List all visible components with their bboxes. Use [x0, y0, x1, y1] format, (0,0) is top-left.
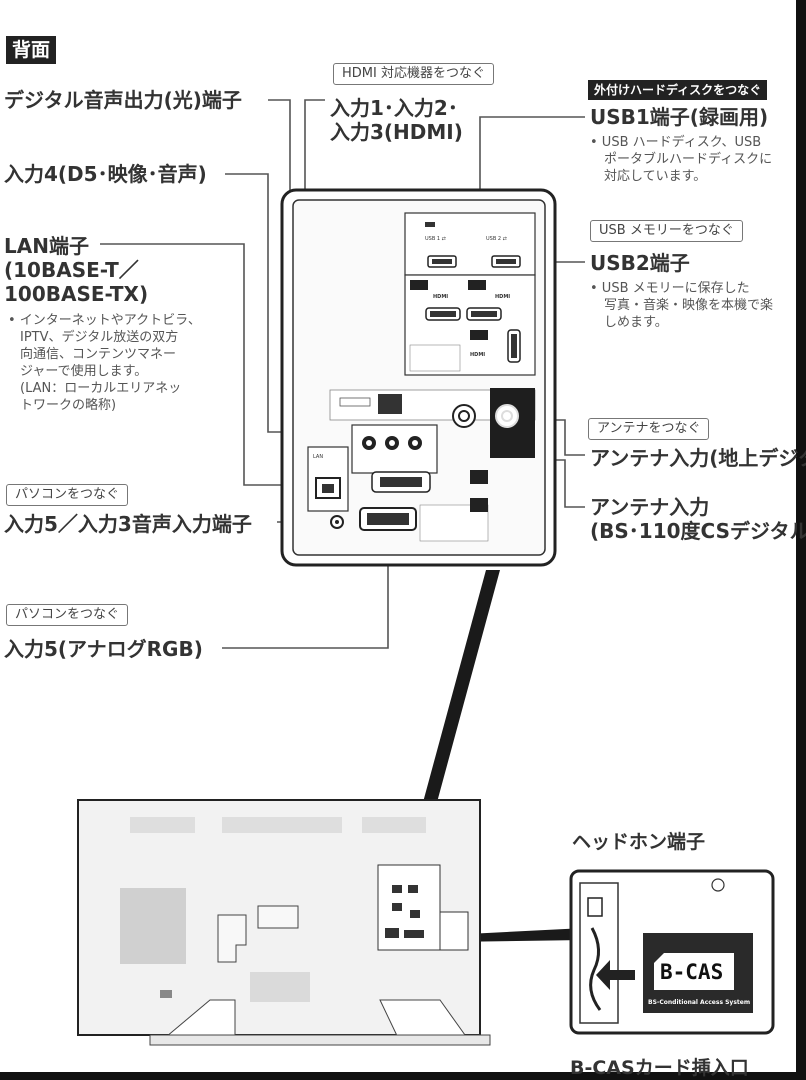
tag-external-hdd: 外付けハードディスクをつなぐ: [588, 80, 768, 100]
tag-usb-memory: USB メモリーをつなぐ: [590, 220, 743, 242]
svg-text:HDMI: HDMI: [433, 294, 448, 300]
label-bcas-slot: B-CASカード挿入口: [570, 1057, 749, 1079]
note-lan: IPTV、デジタル放送の双方: [20, 330, 179, 345]
bcas-card-icon: [643, 933, 753, 1013]
label-input4: 入力4(D5･映像･音声): [4, 162, 207, 186]
tag-hdmi-connect: HDMI 対応機器をつなぐ: [333, 63, 494, 85]
label-digital-audio-out: デジタル音声出力(光)端子: [4, 88, 242, 112]
section-title: 背面: [6, 36, 57, 64]
tag-antenna-connect: アンテナをつなぐ: [588, 418, 710, 440]
label-lan: LAN端子: [4, 234, 89, 258]
bottom-border: [0, 1072, 806, 1080]
usb-port-icon: [427, 255, 457, 268]
svg-text:USB 2 ⇄: USB 2 ⇄: [486, 236, 507, 242]
svg-text:USB 1 ⇄: USB 1 ⇄: [425, 236, 446, 242]
insert-arrow-icon: [596, 960, 635, 990]
hdmi-port-icon: [507, 329, 521, 363]
label-usb1: USB1端子(録画用): [590, 105, 769, 129]
svg-text:HDMI: HDMI: [470, 352, 485, 358]
note-usb1: 対応しています。: [604, 169, 707, 184]
label-headphone: ヘッドホン端子: [572, 831, 706, 853]
label-antenna-bs: アンテナ入力: [590, 495, 710, 519]
tag-pc-connect: パソコンをつなぐ: [6, 484, 129, 506]
usb-port-icon: [491, 255, 521, 268]
label-lan: 100BASE-TX): [4, 282, 149, 306]
bcas-card-subtitle: BS-Conditional Access System: [648, 999, 751, 1006]
right-border: [796, 0, 806, 1080]
antenna-port-icon: [452, 404, 476, 428]
bcas-card-logo: B-CAS: [660, 960, 724, 984]
note-lan: トワークの略称): [20, 398, 117, 413]
note-usb1: ポータブルハードディスクに: [604, 152, 773, 167]
note-lan: ジャーで使用します。: [20, 364, 148, 379]
note-lan: 向通信、コンテンツマネー: [20, 347, 177, 362]
hdmi-port-icon: [425, 307, 461, 321]
note-usb2: 写真・音楽・映像を本機で楽: [604, 298, 774, 313]
svg-text:LAN: LAN: [313, 454, 323, 460]
label-usb2: USB2端子: [590, 251, 690, 275]
note-usb1: • USB ハードディスク、USB: [590, 135, 762, 150]
headphone-jack-icon: [330, 515, 344, 529]
hdmi-port-icon: [466, 307, 502, 321]
label-antenna-terrestrial: アンテナ入力(地上デジタル: [590, 446, 806, 470]
note-lan: • インターネットやアクトビラ、: [8, 313, 201, 328]
svg-text:HDMI: HDMI: [495, 294, 510, 300]
label-input5-rgb: 入力5(アナログRGB): [4, 637, 203, 661]
rca-jack-icon: [362, 436, 422, 450]
lan-port-icon: [315, 477, 341, 499]
label-input5-audio: 入力5／入力3音声入力端子: [4, 512, 252, 536]
label-antenna-bs: (BS･110度CSデジタル: [590, 519, 806, 543]
label-hdmi-inputs: 入力1･入力2･: [330, 96, 458, 120]
note-lan: (LAN：ローカルエリアネッ: [20, 381, 182, 396]
antenna-port-icon: [495, 404, 519, 428]
label-hdmi-inputs: 入力3(HDMI): [330, 120, 463, 144]
vga-port-icon: [359, 507, 417, 531]
tag-pc-connect: パソコンをつなぐ: [6, 604, 129, 626]
note-usb2: しめます。: [604, 315, 668, 330]
note-usb2: • USB メモリーに保存した: [590, 281, 750, 296]
label-lan: (10BASE-T／: [4, 258, 139, 282]
